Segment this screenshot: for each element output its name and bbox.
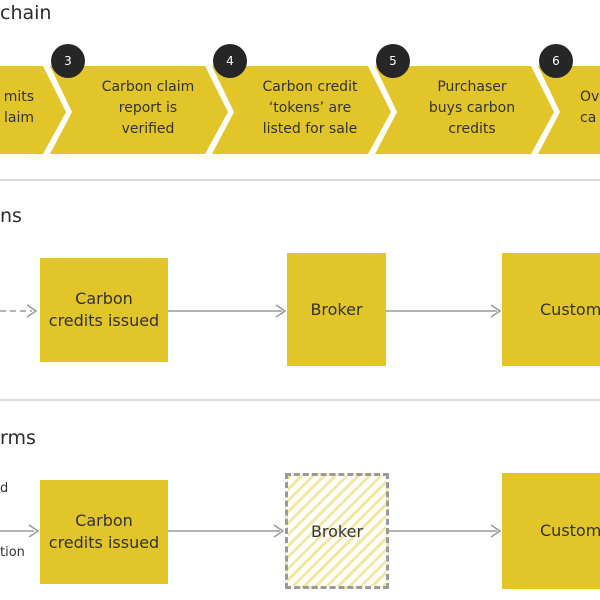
- step-5-label: Purchaser buys carbon credits: [428, 78, 516, 137]
- broker-label-1: Broker: [310, 299, 363, 319]
- incoming-arrowhead-2: [28, 524, 40, 538]
- supply-chain-heading: chain: [0, 2, 52, 24]
- section-2-left-label-2: tion: [0, 545, 25, 560]
- incoming-arrowhead-1: [26, 304, 38, 318]
- step-2-label: mits laim: [3, 89, 34, 126]
- carbon-credits-issued-label-2: Carbon credits issued: [48, 511, 160, 552]
- customer-box-1: Custom: [502, 253, 600, 366]
- arrowhead-broker-2: [273, 524, 285, 538]
- customer-label-1: Custom: [540, 299, 600, 319]
- step-4-label: Carbon credit ‘tokens’ are listed for sa…: [262, 78, 358, 137]
- section-1-heading: ns: [0, 205, 22, 227]
- section-2-left-label-1: d: [0, 481, 9, 496]
- broker-box-2-dashed: Broker: [285, 473, 389, 589]
- step-number-6: 6: [539, 44, 573, 78]
- chevron-3: [212, 66, 391, 154]
- arrowhead-customer-1: [490, 304, 502, 318]
- step-number-5: 5: [376, 44, 410, 78]
- section-2-heading: rms: [0, 427, 36, 449]
- broker-label-2: Broker: [310, 521, 364, 541]
- step-6-label: Ov ca: [580, 89, 600, 126]
- broker-box-1: Broker: [287, 253, 386, 366]
- step-4-text: Carbon credit ‘tokens’ are listed for sa…: [240, 76, 380, 140]
- step-number-4: 4: [213, 44, 247, 78]
- chevron-5: [538, 66, 600, 154]
- step-3-text: Carbon claim report is verified: [80, 76, 216, 140]
- chevron-4: [375, 66, 554, 154]
- chevron-1: [0, 66, 66, 154]
- arrowhead-customer-2: [490, 524, 502, 538]
- section-1-arrows: [0, 304, 502, 318]
- chevron-band: [0, 66, 600, 154]
- step-6-text: Ov ca: [580, 76, 600, 140]
- carbon-credits-issued-label-1: Carbon credits issued: [48, 289, 160, 330]
- section-2-arrows: [0, 524, 502, 538]
- chevron-2: [50, 66, 228, 154]
- carbon-credits-issued-box-1: Carbon credits issued: [40, 258, 168, 362]
- step-number-3: 3: [51, 44, 85, 78]
- arrowhead-broker-1: [275, 304, 287, 318]
- step-3-label: Carbon claim report is verified: [101, 78, 195, 137]
- step-5-text: Purchaser buys carbon credits: [404, 76, 540, 140]
- step-2-text: mits laim: [0, 76, 34, 140]
- customer-box-2: Custom: [502, 473, 600, 589]
- customer-label-2: Custom: [540, 521, 600, 540]
- carbon-credits-issued-box-2: Carbon credits issued: [40, 480, 168, 584]
